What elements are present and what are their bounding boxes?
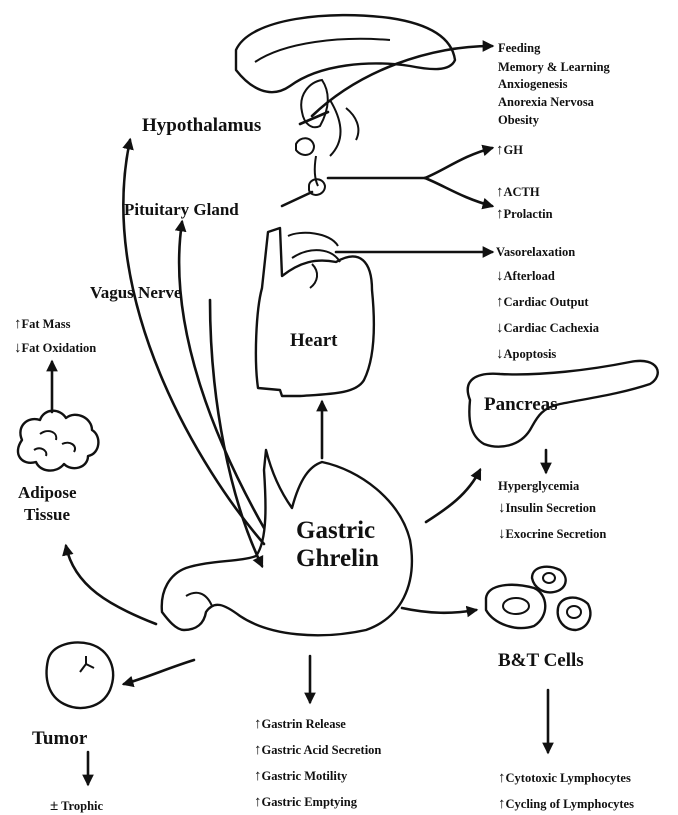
adipose-effects-arrow: ↑ [14,316,22,332]
pituitary-effects-text: ACTH [504,185,540,199]
hypothalamus-effects-item: Anxiogenesis [498,77,568,91]
pituitary-effects-item: ↑ACTH [496,184,540,200]
arrow-stomach-to-cells [402,608,476,613]
heart-effects-item: ↓Afterload [496,268,555,284]
label-bt-cells: B&T Cells [498,650,584,671]
label-vagus-nerve: Vagus Nerve [90,283,182,302]
adipose-effects-text: Fat Mass [22,317,71,331]
heart-effects-list: Vasorelaxation↓Afterload↑Cardiac Output↓… [496,245,600,362]
tumor-effects-arrow: ± [50,798,58,814]
stomach-effects-text: Gastrin Release [262,717,347,731]
heart-effects-item: ↓Cardiac Cachexia [496,320,600,336]
pancreas-effects-text: Exocrine Secretion [506,527,607,541]
arrow-stomach-to-pituitary [179,222,264,528]
tumor-effects-list: ± Trophic [50,798,103,814]
label-heart: Heart [290,330,338,351]
hypothalamus-effects-item: Feeding [498,41,541,55]
heart-effects-arrow: ↑ [496,294,504,310]
pancreas-effects-list: Hyperglycemia↓Insulin Secretion↓Exocrine… [498,479,606,542]
label-adipose: Adipose [18,483,77,502]
arrow-stomach-to-adipose [66,546,156,624]
heart-effects-item: Vasorelaxation [496,245,575,259]
pancreas-effects-item: ↓Insulin Secretion [498,500,596,516]
adipose-effects-text: Fat Oxidation [22,341,97,355]
pituitary-effects-text: GH [504,143,524,157]
pancreas-effects-arrow: ↓ [498,500,506,516]
pituitary-effects-text: Prolactin [504,207,553,221]
stomach-effects-item: ↑Gastric Acid Secretion [254,742,381,758]
heart-effects-text: Afterload [504,269,555,283]
hypothalamus-effects-item: Anorexia Nervosa [498,95,595,109]
lymphocyte-effects-text: Cytotoxic Lymphocytes [506,771,631,785]
pancreas-effects-item: Hyperglycemia [498,479,580,493]
stomach-effects-arrow: ↑ [254,794,262,810]
brain-illustration [236,15,455,195]
label-pituitary-gland: Pituitary Gland [124,200,239,219]
heart-effects-text: Cardiac Output [504,295,590,309]
tumor-illustration [47,643,114,708]
label-hypothalamus: Hypothalamus [142,115,261,136]
stomach-effects-list: ↑Gastrin Release↑Gastric Acid Secretion↑… [254,716,381,810]
stomach-effects-text: Gastric Emptying [262,795,358,809]
heart-effects-item: ↑Cardiac Output [496,294,589,310]
pancreas-effects-text: Insulin Secretion [506,501,596,515]
lymphocyte-effects-item: ↑Cycling of Lymphocytes [498,796,634,812]
arrow-pituitary-to-acth [425,178,492,206]
connector-pituitary-label [282,192,312,206]
tumor-effects-text: Trophic [58,799,103,813]
stomach-effects-text: Gastric Motility [262,769,348,783]
pituitary-effects-arrow: ↑ [496,142,504,158]
lymphocyte-effects-item: ↑Cytotoxic Lymphocytes [498,770,631,786]
adipose-effects-item: ↑Fat Mass [14,316,71,332]
lymphocyte-effects-text: Cycling of Lymphocytes [506,797,635,811]
pituitary-effects-arrow: ↑ [496,184,504,200]
pituitary-effects-arrow: ↑ [496,206,504,222]
label-gastric: Gastric [296,517,375,544]
stomach-effects-arrow: ↑ [254,716,262,732]
stomach-effects-item: ↑Gastrin Release [254,716,346,732]
adipose-effects-list: ↑Fat Mass↓Fat Oxidation [14,316,96,356]
label-tumor: Tumor [32,728,88,749]
stomach-effects-item: ↑Gastric Emptying [254,794,358,810]
arrow-stomach-to-tumor [124,660,194,684]
adipose-effects-arrow: ↓ [14,340,22,356]
lymphocyte-effects-arrow: ↑ [498,770,506,786]
pituitary-effects-item: ↑GH [496,142,523,158]
label-ghrelin: Ghrelin [296,545,379,572]
label-pancreas: Pancreas [484,394,558,415]
heart-effects-arrow: ↓ [496,346,504,362]
adipose-cloud-illustration [18,411,98,471]
stomach-effects-arrow: ↑ [254,768,262,784]
hypothalamus-effects-item: Obesity [498,113,540,127]
pituitary-effects-item: ↑Prolactin [496,206,553,222]
pituitary-effects-list: ↑GH↑ACTH↑Prolactin [496,142,553,222]
arrow-pituitary-to-gh [425,148,492,178]
label-tissue: Tissue [24,505,70,524]
lymphocyte-cells-illustration [486,567,590,630]
heart-effects-arrow: ↓ [496,268,504,284]
adipose-effects-item: ↓Fat Oxidation [14,340,96,356]
heart-effects-text: Cardiac Cachexia [504,321,600,335]
stomach-effects-text: Gastric Acid Secretion [262,743,382,757]
hypothalamus-effects-item: Memory & Learning [498,60,611,74]
arrow-stomach-to-pancreas [426,470,480,522]
heart-effects-arrow: ↓ [496,320,504,336]
pancreas-effects-arrow: ↓ [498,526,506,542]
pancreas-effects-item: ↓Exocrine Secretion [498,526,606,542]
tumor-effects-item: ± Trophic [50,798,103,814]
stomach-effects-item: ↑Gastric Motility [254,768,348,784]
heart-effects-item: ↓Apoptosis [496,346,556,362]
heart-effects-text: Apoptosis [504,347,557,361]
lymphocyte-effects-list: ↑Cytotoxic Lymphocytes↑Cycling of Lympho… [498,770,634,812]
lymphocyte-effects-arrow: ↑ [498,796,506,812]
stomach-effects-arrow: ↑ [254,742,262,758]
